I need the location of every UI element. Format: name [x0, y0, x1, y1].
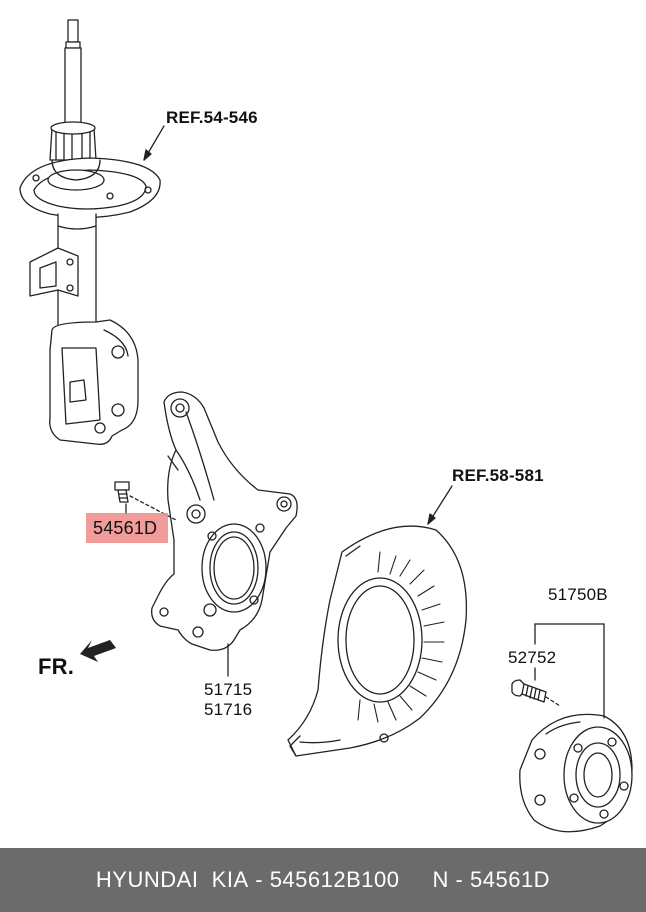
parts-diagram: REF.54-546 REF.58-581 54561D 51715 51716… — [19, 19, 633, 833]
brake-dust-shield — [287, 525, 468, 757]
strut-assembly — [19, 19, 161, 445]
footer-gap — [399, 867, 432, 893]
bolt-54561d-shape — [114, 481, 177, 521]
hub-bolt-shape — [511, 679, 561, 707]
steering-knuckle — [151, 391, 298, 651]
knuckle-part-label-a[interactable]: 51715 — [204, 680, 253, 699]
footer-separator: - — [248, 867, 270, 892]
hub-assembly-label[interactable]: 51750B — [548, 585, 608, 604]
ref-shield-label[interactable]: REF.58-581 — [452, 466, 544, 485]
footer-part-number: 545612B100 — [269, 867, 400, 892]
knuckle-part-label-b[interactable]: 51716 — [204, 700, 253, 719]
front-arrow-icon — [80, 640, 116, 662]
footer-n-prefix: N - — [432, 867, 470, 892]
bolt-part-label[interactable]: 54561D — [93, 518, 158, 538]
exploded-view-drawing — [19, 19, 633, 833]
hub-bolt-label[interactable]: 52752 — [508, 648, 557, 667]
footer-bar: HYUNDAI KIA - 545612B100 N - 54561D — [0, 848, 646, 912]
hub-leader-bracket — [534, 623, 605, 719]
ref-strut-label[interactable]: REF.54-546 — [166, 108, 258, 127]
part-highlight — [86, 513, 168, 543]
footer-brand: HYUNDAI KIA — [95, 867, 249, 892]
hub-bearing-assembly — [519, 713, 633, 833]
front-direction-label: FR. — [38, 654, 75, 679]
footer-n-code: 54561D — [470, 867, 551, 892]
